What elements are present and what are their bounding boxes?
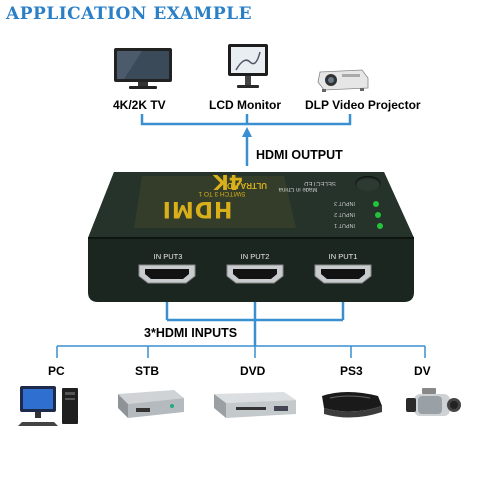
indicator-input-1: INPUT 1 bbox=[334, 222, 355, 228]
output-bus bbox=[140, 114, 352, 126]
ps3-icon bbox=[322, 392, 382, 418]
output-label-monitor: LCD Monitor bbox=[209, 98, 281, 112]
projector-icon bbox=[317, 69, 369, 92]
led-input-1 bbox=[377, 223, 383, 229]
led-input-3 bbox=[373, 201, 379, 207]
switch-origin-text: Made in China bbox=[278, 186, 318, 192]
switch-selected-text: SELECTED bbox=[304, 180, 336, 186]
switch-logo-text: HDMI bbox=[161, 196, 233, 221]
input-label-pc: PC bbox=[48, 364, 65, 378]
output-label-tv: 4K/2K TV bbox=[113, 98, 166, 112]
indicator-input-3: INPUT 3 bbox=[334, 200, 355, 206]
input-label-ps3: PS3 bbox=[340, 364, 363, 378]
output-label-projector: DLP Video Projector bbox=[305, 98, 421, 112]
select-button[interactable] bbox=[355, 176, 381, 192]
led-input-2 bbox=[375, 212, 381, 218]
port-label-2: IN PUT2 bbox=[240, 252, 270, 261]
hdmi-inputs-label: 3*HDMI INPUTS bbox=[144, 326, 238, 340]
switch-model-text: SWITCH 3 TO 1 bbox=[198, 190, 246, 197]
monitor-icon bbox=[228, 44, 268, 88]
input-label-dv: DV bbox=[414, 364, 431, 378]
input-label-stb: STB bbox=[135, 364, 159, 378]
indicator-input-2: INPUT 2 bbox=[334, 211, 355, 217]
stb-icon bbox=[118, 390, 184, 418]
hdmi-port-3[interactable] bbox=[136, 262, 198, 286]
camcorder-icon bbox=[406, 388, 461, 416]
page-title: APPLICATION EXAMPLE bbox=[6, 4, 253, 24]
hdmi-output-label: HDMI OUTPUT bbox=[256, 148, 343, 162]
input-bus bbox=[56, 345, 426, 358]
hdmi-port-2[interactable] bbox=[224, 262, 286, 286]
port-label-3: IN PUT3 bbox=[153, 252, 183, 261]
hdmi-port-1[interactable] bbox=[312, 262, 374, 286]
port-label-1: IN PUT1 bbox=[328, 252, 358, 261]
input-label-dvd: DVD bbox=[240, 364, 266, 378]
tv-icon bbox=[114, 48, 172, 89]
pc-icon bbox=[18, 386, 78, 426]
dvd-icon bbox=[214, 392, 296, 418]
